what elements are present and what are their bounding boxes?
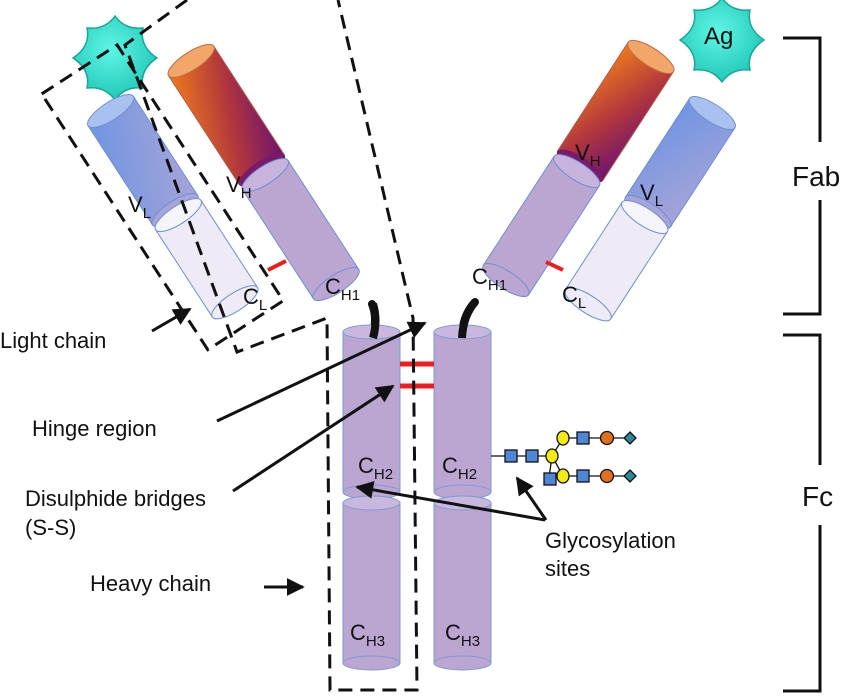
- label-glycosylation-1: Glycosylation: [545, 528, 676, 553]
- arrow-hinge-region: [216, 321, 427, 423]
- right-light-chain: [564, 96, 736, 322]
- antigen-right: [678, 0, 766, 84]
- fc-label: Fc: [802, 481, 833, 512]
- label-ch3-left: CH3: [350, 620, 385, 650]
- hinge-right-top: [458, 299, 479, 339]
- svg-text:VL: VL: [640, 180, 663, 210]
- domain-ch1-right: [482, 154, 601, 298]
- fc-right-column: [433, 324, 492, 671]
- heavy-chain-box: [123, 0, 419, 692]
- label-ch2-left: CH2: [358, 453, 393, 483]
- svg-text:CH3: CH3: [445, 620, 480, 650]
- arrow-disulphide: [232, 384, 395, 493]
- label-cl-left: CL: [243, 284, 267, 314]
- sialic-diamond: [623, 431, 637, 445]
- left-heavy-fab: [167, 43, 360, 302]
- label-vh-left: VH: [226, 172, 252, 202]
- glcnac-square: [576, 431, 590, 445]
- glycan-chain: [491, 430, 637, 486]
- glcnac-square: [504, 449, 518, 463]
- svg-text:VL: VL: [128, 192, 151, 222]
- disulphide-bond-right-fab: [545, 260, 564, 272]
- galactose-circle: [599, 430, 615, 446]
- arrow-glyco-to-left: [355, 480, 546, 522]
- hinge-left-top: [369, 302, 380, 340]
- svg-text:VH: VH: [226, 172, 252, 202]
- fc-left-column: [342, 324, 401, 671]
- svg-text:CH3: CH3: [350, 620, 385, 650]
- label-hinge-region: Hinge region: [32, 416, 157, 441]
- label-ch1-right: CH1: [472, 264, 507, 294]
- domain-ch1-left: [241, 158, 360, 302]
- label-glycosylation-2: sites: [545, 556, 590, 581]
- svg-text:VH: VH: [575, 140, 601, 170]
- fab-bracket: [783, 36, 822, 316]
- domain-cl-right: [564, 200, 669, 322]
- domain-ch2-right: [433, 324, 492, 500]
- label-vh-right: VH: [575, 140, 601, 170]
- mannose-circle: [545, 448, 559, 464]
- svg-text:CH2: CH2: [358, 453, 393, 483]
- svg-text:CH1: CH1: [325, 274, 360, 304]
- sialic-diamond: [623, 469, 637, 483]
- fab-label: Fab: [792, 161, 840, 192]
- antigen-label: Ag: [704, 23, 733, 50]
- arrow-light-chain: [151, 307, 192, 333]
- disulphide-bond-left-fab: [267, 259, 287, 272]
- mannose-circle: [556, 430, 570, 446]
- glcnac-square: [525, 449, 539, 463]
- label-disulphide-1: Disulphide bridges: [25, 486, 206, 511]
- right-heavy-fab: [482, 39, 675, 298]
- label-ch3-right: CH3: [445, 620, 480, 650]
- label-cl-right: CL: [562, 282, 586, 312]
- svg-text:CH1: CH1: [472, 264, 507, 294]
- domain-ch3-left: [342, 495, 401, 671]
- label-light-chain: Light chain: [0, 328, 106, 353]
- label-disulphide-2: (S-S): [25, 515, 76, 540]
- arrow-glyco-to-right: [515, 476, 548, 521]
- glcnac-square: [576, 469, 590, 483]
- label-ch2-right: CH2: [442, 453, 477, 483]
- label-vl-right: VL: [640, 180, 663, 210]
- svg-text:CL: CL: [562, 282, 586, 312]
- fucose-square: [543, 472, 557, 486]
- svg-text:CL: CL: [243, 284, 267, 314]
- fc-bracket: [783, 333, 822, 693]
- label-ch1-left: CH1: [325, 274, 360, 304]
- label-vl-left: VL: [128, 192, 151, 222]
- galactose-circle: [599, 468, 615, 484]
- label-heavy-chain: Heavy chain: [90, 571, 211, 596]
- svg-text:CH2: CH2: [442, 453, 477, 483]
- mannose-circle: [556, 468, 570, 484]
